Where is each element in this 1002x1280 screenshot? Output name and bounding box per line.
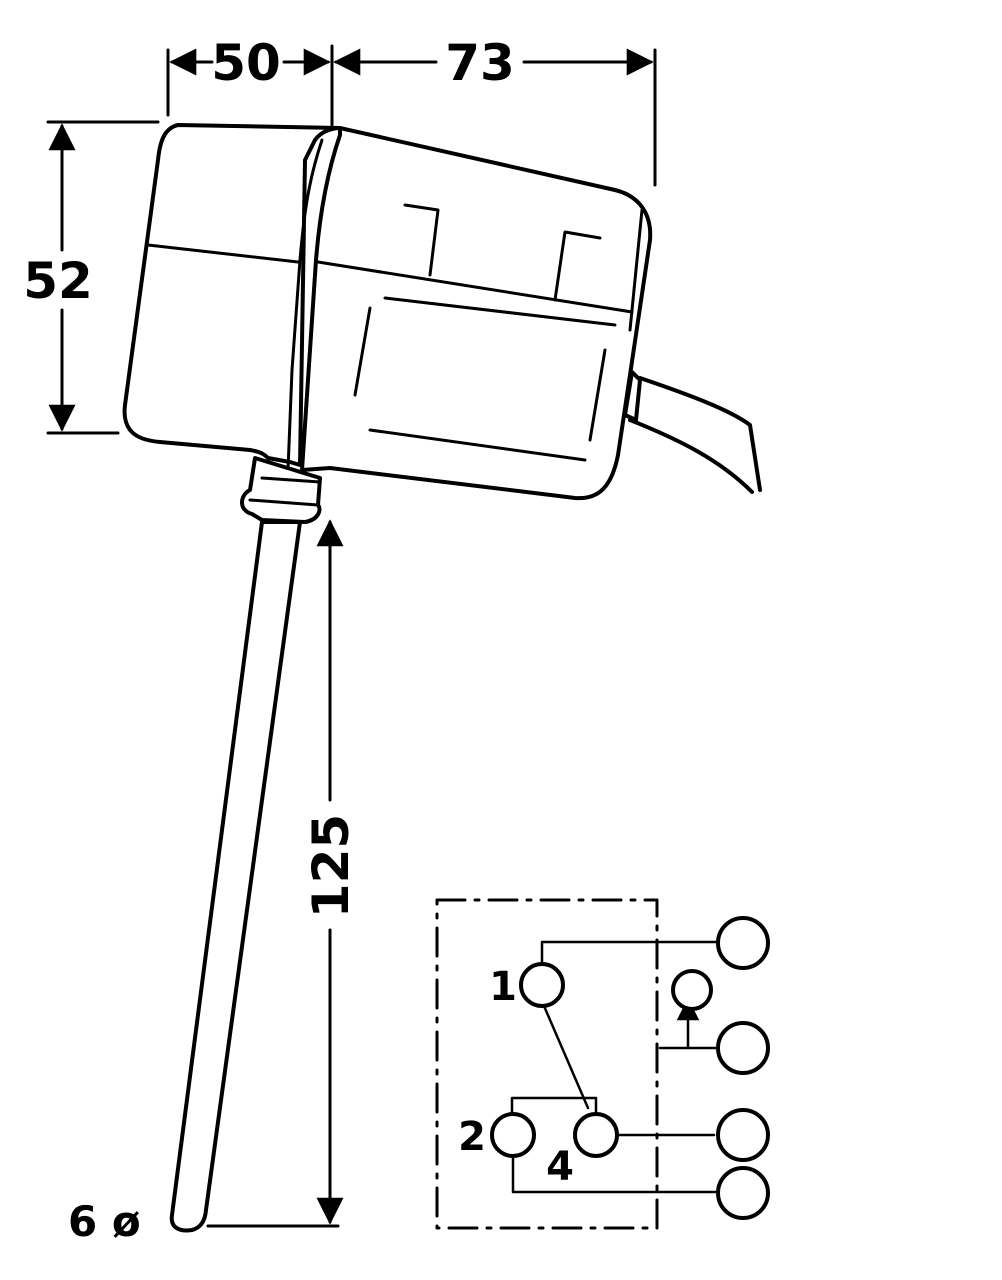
external-terminal-small (671, 969, 713, 1011)
external-terminal-top (716, 916, 770, 970)
dimension-height: 52 (23, 120, 160, 435)
external-terminal-lower (716, 1108, 770, 1162)
thermostat-housing (122, 123, 762, 501)
dimension-probe-length: 125 (206, 519, 360, 1228)
terminal-4 (573, 1112, 619, 1158)
dimension-label-73: 73 (445, 34, 515, 92)
terminal-label-2: 2 (458, 1114, 486, 1160)
terminal-label-1: 1 (489, 964, 517, 1010)
probe-diameter-label: 6 ø (68, 1197, 141, 1246)
dimension-label-125: 125 (302, 814, 360, 918)
dimension-label-50: 50 (211, 34, 281, 92)
external-terminal-bottom (716, 1166, 770, 1220)
wiring-schematic: 1 2 4 (435, 898, 770, 1230)
dimension-width-right: 73 (333, 34, 657, 187)
terminal-1 (519, 962, 565, 1008)
dimension-width-left: 50 (166, 34, 334, 127)
terminal-2 (490, 1112, 536, 1158)
probe (169, 456, 322, 1233)
enclosure-outline (435, 898, 659, 1230)
dimension-label-52: 52 (23, 252, 93, 310)
terminal-label-4: 4 (546, 1144, 574, 1190)
external-terminal-middle (716, 1021, 770, 1075)
